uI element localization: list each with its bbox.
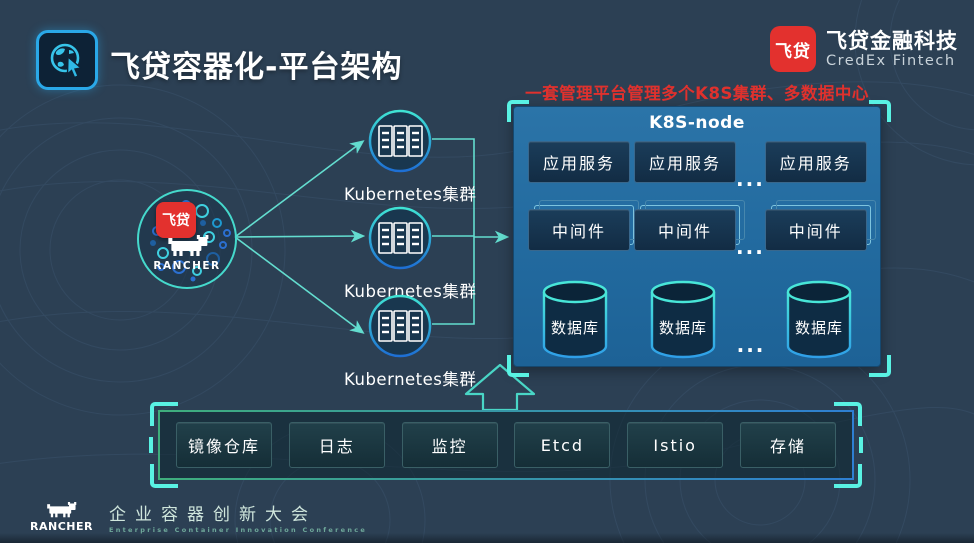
event-footer: RANCHER 企业容器创新大会 Enterprise Container In…: [30, 500, 367, 534]
middleware-box: 中间件: [634, 209, 736, 251]
k8s-cluster-node-2: Kubernetes集群: [344, 205, 477, 302]
cluster-label: Kubernetes集群: [344, 185, 477, 204]
brand-lockup: 飞贷 飞贷金融科技 CredEx Fintech: [770, 26, 958, 72]
infra-item-monitoring: 监控: [401, 422, 498, 468]
k8s-node-panel: K8S-node 应用服务 应用服务 ... 应用服务 中间件 中间件 ... …: [513, 106, 881, 367]
brand-company-en: CredEx Fintech: [826, 53, 956, 70]
database-row: 数据库 数据库 ... 数据库: [528, 279, 866, 361]
app-service-box: 应用服务: [764, 141, 867, 183]
page-title: 飞贷容器化-平台架构: [110, 50, 403, 85]
bracket-decoration: [507, 100, 529, 122]
rancher-footer-label: RANCHER: [30, 519, 93, 533]
server-cluster-icon: [368, 109, 432, 173]
database-cylinder: 数据库: [540, 279, 610, 361]
rancher-bull-icon: [167, 235, 208, 256]
infra-services-bar: 镜像仓库 日志 监控 Etcd Istio 存储: [149, 402, 863, 488]
brand-company-cn: 飞贷金融科技: [826, 28, 958, 53]
k8s-cluster-node-3: Kubernetes集群: [344, 293, 477, 390]
ellipsis-text: ...: [736, 235, 765, 259]
database-label: 数据库: [794, 319, 843, 337]
ellipsis-text: ...: [736, 333, 766, 357]
app-service-box: 应用服务: [634, 141, 736, 183]
slide-header-icon: [36, 30, 98, 90]
globe-cursor-icon: [50, 43, 83, 79]
event-title-en: Enterprise Container Innovation Conferen…: [108, 526, 368, 534]
k8s-cluster-node-1: Kubernetes集群: [344, 108, 477, 205]
bracket-decoration: [507, 355, 529, 377]
bracket-decoration: [150, 402, 178, 426]
database-icon: [542, 280, 608, 359]
tick-decoration: [149, 437, 153, 453]
middleware-box: 中间件: [764, 209, 867, 251]
middleware-box: 中间件: [528, 209, 630, 251]
bracket-decoration: [869, 355, 891, 377]
database-cylinder: 数据库: [784, 279, 854, 361]
database-label: 数据库: [658, 319, 707, 337]
brand-logo-icon: 飞贷: [770, 26, 816, 72]
panel-title: K8S-node: [649, 113, 745, 133]
event-title-block: 企业容器创新大会 Enterprise Container Innovation…: [109, 500, 367, 534]
infra-inner-frame: 镜像仓库 日志 监控 Etcd Istio 存储: [158, 410, 854, 480]
bracket-decoration: [834, 464, 862, 488]
bracket-decoration: [150, 464, 178, 488]
cluster-label: Kubernetes集群: [344, 282, 477, 301]
feidai-logo-badge: 飞贷: [156, 202, 196, 238]
callout-text: 一套管理平台管理多个K8S集群、多数据中心: [525, 84, 869, 103]
rancher-hub-node: 飞贷 RANCHER: [137, 189, 237, 289]
server-cluster-icon: [368, 206, 432, 270]
rancher-footer-logo: RANCHER: [30, 501, 93, 533]
infra-item-registry: 镜像仓库: [176, 422, 272, 468]
database-icon: [650, 280, 716, 359]
app-service-box: 应用服务: [528, 141, 630, 183]
server-cluster-icon: [368, 294, 432, 358]
bracket-decoration: [834, 402, 862, 426]
database-icon: [786, 280, 852, 359]
infra-item-etcd: Etcd: [514, 422, 611, 468]
middleware-row: 中间件 中间件 ... 中间件: [528, 209, 867, 257]
app-services-row: 应用服务 应用服务 ... 应用服务: [528, 141, 867, 189]
rancher-logo: RANCHER: [153, 235, 220, 272]
ellipsis-text: ...: [736, 167, 765, 191]
event-title-cn: 企业容器创新大会: [108, 505, 317, 525]
bottom-shade: [0, 533, 974, 543]
rancher-bull-icon: [47, 501, 77, 517]
database-cylinder: 数据库: [648, 279, 718, 361]
cluster-label: Kubernetes集群: [344, 370, 477, 389]
database-label: 数据库: [550, 319, 599, 337]
tick-decoration: [859, 437, 863, 453]
infra-item-istio: Istio: [627, 422, 724, 468]
infra-item-logging: 日志: [288, 422, 385, 468]
infra-item-storage: 存储: [739, 422, 836, 468]
rancher-label: RANCHER: [153, 260, 221, 272]
bracket-decoration: [869, 100, 891, 122]
